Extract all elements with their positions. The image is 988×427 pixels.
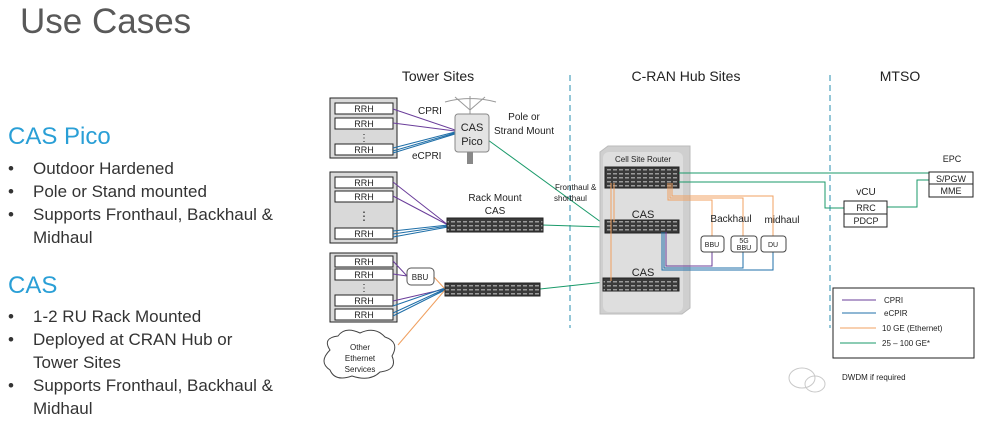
dwdm-note: DWDM if required	[842, 373, 906, 382]
svg-text:CAS: CAS	[461, 122, 484, 134]
5g-bbu-label: 5G	[739, 238, 748, 245]
bbu-box	[700, 235, 725, 253]
du-label: DU	[768, 242, 778, 249]
bullet-text: Supports Fronthaul, Backhaul &	[33, 205, 274, 224]
backhaul-label: Backhaul	[710, 214, 751, 225]
watermark-icon	[788, 367, 826, 393]
bullet-text: Tower Sites	[33, 353, 121, 372]
svg-text:Services: Services	[345, 365, 376, 374]
pole-label: Strand Mount	[494, 126, 554, 137]
section-heading-cas: CAS	[8, 272, 58, 299]
svg-text:RRH: RRH	[354, 296, 374, 306]
rrh-group-1: RRH RRH ⋮ RRH	[329, 97, 398, 159]
bullet-text: Supports Fronthaul, Backhaul &	[33, 376, 274, 395]
rrc-label: RRC	[856, 203, 876, 213]
svg-text:RRH: RRH	[354, 310, 374, 320]
bullet-text: Midhaul	[33, 399, 93, 418]
bullet-text: Deployed at CRAN Hub or	[33, 330, 233, 349]
epc-label: EPC	[943, 154, 962, 164]
svg-text:Pico: Pico	[461, 136, 482, 148]
svg-text:RRH: RRH	[354, 145, 374, 155]
svg-text:RRH: RRH	[354, 119, 374, 129]
du-box	[760, 235, 787, 253]
bbu-box	[406, 267, 435, 286]
rrh-group-3: RRH RRH ⋮ RRH RRH	[329, 252, 398, 323]
svg-text:⋮: ⋮	[359, 283, 369, 294]
legend-label: eCPIR	[884, 309, 908, 318]
rack-mount-label: CAS	[485, 206, 506, 217]
zone-tower-sites: Tower Sites	[402, 68, 474, 84]
pdcp-box	[843, 213, 888, 228]
section-heading-cas-pico: CAS Pico	[8, 123, 111, 150]
svg-text:RRH: RRH	[354, 192, 374, 202]
legend: CPRI eCPIR 10 GE (Ethernet) 25 – 100 GE*	[832, 287, 975, 359]
bbu-label: BBU	[705, 242, 719, 249]
5g-bbu-label: BBU	[737, 245, 751, 252]
svg-text:⋮: ⋮	[359, 133, 369, 144]
zone-mtso: MTSO	[880, 68, 921, 84]
rack-mount-label: Rack Mount	[468, 193, 522, 204]
vcu-label: vCU	[856, 187, 875, 198]
legend-label: 25 – 100 GE*	[882, 339, 930, 348]
fronthaul-label: Fronthaul &	[555, 183, 597, 192]
legend-label: CPRI	[884, 296, 903, 305]
rack-mount-cas-switch	[446, 217, 544, 233]
slide-title: Use Cases	[20, 2, 192, 41]
svg-text:CAS: CAS	[632, 209, 655, 221]
bullet-text: Pole or Stand mounted	[33, 182, 207, 201]
bullet-text: Outdoor Hardened	[33, 159, 174, 178]
bbu-label: BBU	[412, 273, 429, 282]
spgw-label: S/PGW	[936, 174, 967, 184]
cell-site-router-chassis: Cell Site Router CAS CAS	[599, 145, 691, 315]
hub-links	[610, 172, 929, 281]
bullet-text: 1-2 RU Rack Mounted	[33, 307, 202, 326]
fronthaul-label: shorthaul	[554, 194, 587, 203]
svg-text:RRH: RRH	[354, 257, 374, 267]
zone-cran-hub-sites: C-RAN Hub Sites	[632, 68, 741, 84]
svg-text:Cell Site Router: Cell Site Router	[615, 155, 671, 164]
svg-text:⋮: ⋮	[358, 209, 370, 223]
svg-text:CAS: CAS	[632, 267, 655, 279]
rrh-group-2: RRH RRH ⋮ RRH	[329, 171, 398, 244]
legend-label: 10 GE (Ethernet)	[882, 324, 943, 333]
mme-box	[928, 183, 974, 198]
svg-text:RRH: RRH	[354, 270, 374, 280]
svg-text:RRH: RRH	[354, 229, 374, 239]
svg-text:RRH: RRH	[354, 104, 374, 114]
links	[392, 108, 606, 346]
midhaul-label: midhaul	[764, 215, 799, 226]
cpri-label: CPRI	[418, 106, 442, 117]
svg-text:Ethernet: Ethernet	[345, 354, 376, 363]
cas-pico-device: CAS Pico	[444, 96, 497, 164]
svg-text:Other: Other	[350, 343, 370, 352]
pdcp-label: PDCP	[853, 216, 878, 226]
cloud-icon: Other Ethernet Services	[323, 329, 396, 379]
5g-bbu-box	[730, 235, 758, 253]
cas-switch	[444, 282, 541, 297]
ecpri-label: eCPRI	[412, 151, 441, 162]
pole-label: Pole or	[508, 112, 540, 123]
bullet-text: Midhaul	[33, 228, 93, 247]
mme-label: MME	[941, 186, 962, 196]
svg-text:RRH: RRH	[354, 178, 374, 188]
